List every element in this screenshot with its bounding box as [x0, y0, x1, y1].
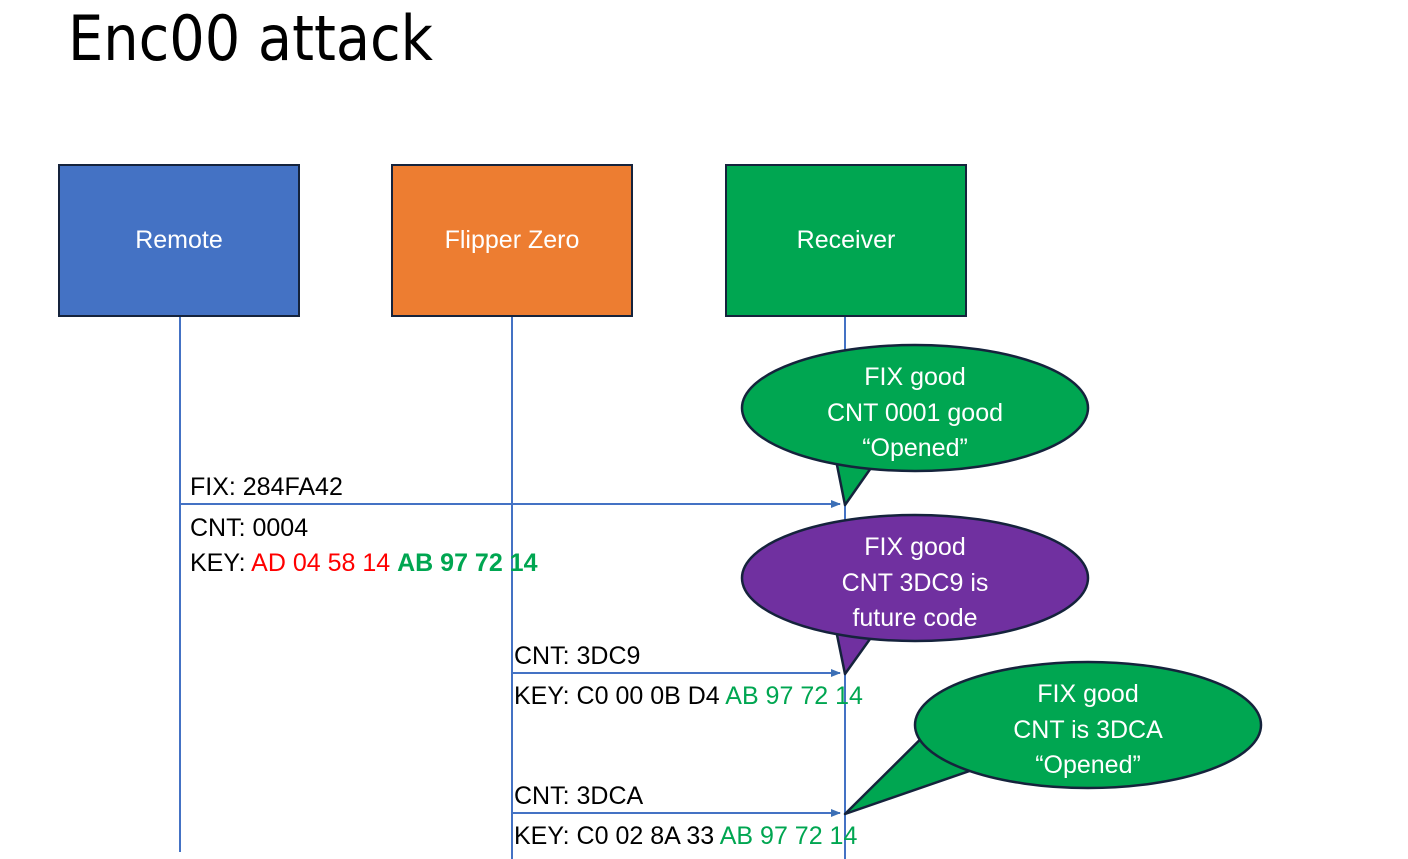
message-1-key-second-half: AB 97 72 14	[397, 549, 538, 577]
message-2-key-prefix: KEY:	[514, 682, 577, 710]
callout-1-line-3: “Opened”	[862, 434, 968, 462]
message-1-key-label: KEY: AD 04 58 14 AB 97 72 14	[190, 549, 538, 579]
message-3-key-second-half: AB 97 72 14	[719, 822, 858, 850]
message-2-key-second-half: AB 97 72 14	[725, 682, 863, 710]
callout-3-line-1: FIX good	[1037, 680, 1139, 708]
callout-3-text: FIX good CNT is 3DCA “Opened”	[960, 677, 1216, 784]
callout-1-line-2: CNT 0001 good	[826, 398, 1004, 427]
callout-2-line-3: future code	[852, 604, 978, 632]
callout-2-line-1: FIX good	[864, 533, 966, 561]
callout-3-line-2: CNT is 3DCA	[1013, 715, 1163, 744]
callout-2-text: FIX good CNT 3DC9 is future code	[787, 530, 1043, 637]
message-2-cnt-label: CNT: 3DC9	[514, 642, 641, 670]
message-1-key-first-half: AD 04 58 14	[251, 549, 391, 577]
message-1-fix-label: FIX: 284FA42	[190, 473, 343, 501]
message-2-key-first-half: C0 00 0B D4	[576, 682, 720, 710]
actor-label-receiver: Receiver	[796, 226, 896, 254]
message-1-key-prefix: KEY:	[190, 549, 252, 577]
message-3-key-prefix: KEY:	[514, 822, 577, 850]
actor-box-receiver[interactable]: Receiver	[725, 164, 967, 317]
message-3-key-label: KEY: C0 02 8A 33 AB 97 72 14	[514, 822, 857, 852]
actor-label-remote: Remote	[135, 226, 223, 254]
callout-1-text: FIX good CNT 0001 good “Opened”	[787, 360, 1043, 467]
callout-bubble-3	[843, 660, 1263, 816]
callout-1-line-1: FIX good	[864, 363, 966, 391]
message-1-cnt-label: CNT: 0004	[190, 514, 309, 542]
actor-label-flipper: Flipper Zero	[444, 226, 580, 254]
actor-box-flipper[interactable]: Flipper Zero	[391, 164, 633, 317]
callout-bubble-1	[740, 343, 1090, 507]
message-2-key-label: KEY: C0 00 0B D4 AB 97 72 14	[514, 682, 863, 712]
callout-2-line-2: CNT 3DC9 is	[841, 568, 989, 597]
message-3-key-first-half: C0 02 8A 33	[576, 822, 715, 850]
callout-3-line-3: “Opened”	[1035, 751, 1141, 779]
actor-box-remote[interactable]: Remote	[58, 164, 300, 317]
page-title: Enc00 attack	[68, 2, 433, 75]
callout-bubble-2	[740, 513, 1090, 676]
message-3-cnt-label: CNT: 3DCA	[514, 782, 644, 810]
